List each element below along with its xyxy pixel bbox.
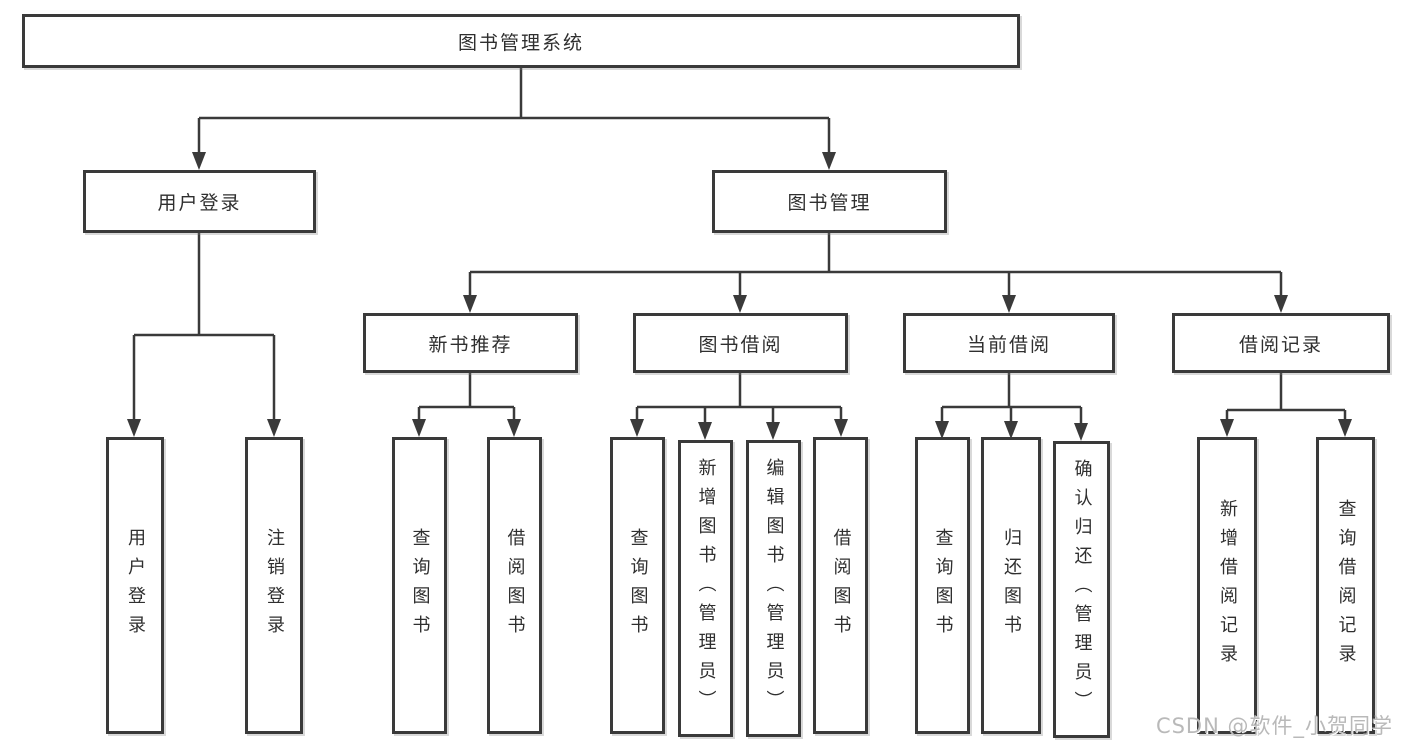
arrow-down-icon: [1220, 419, 1234, 437]
connectors-book-management: [463, 233, 1288, 313]
leaf-query-books: 查询图书: [392, 437, 447, 734]
arrow-down-icon: [267, 419, 281, 437]
node-label: 借阅图书: [504, 527, 526, 644]
connectors-borrow-records: [1220, 373, 1352, 437]
node-label: 用户登录: [157, 192, 242, 214]
node-label: 查询图书: [932, 527, 954, 644]
arrow-down-icon: [1274, 295, 1288, 313]
arrow-down-icon: [1002, 295, 1016, 313]
arrow-down-icon: [412, 419, 426, 437]
node-label: 查询借阅记录: [1335, 498, 1357, 673]
connectors-book-borrow: [630, 373, 848, 440]
leaf-query-books: 查询图书: [915, 437, 970, 734]
leaf-edit-book-admin: 编辑图书（管理员）: [746, 440, 801, 737]
node-label: 查询图书: [409, 527, 431, 644]
leaf-logout: 注销登录: [245, 437, 303, 734]
node-current-borrow: 当前借阅: [903, 313, 1115, 373]
node-label: 注销登录: [264, 527, 285, 644]
node-book-borrow: 图书借阅: [633, 313, 848, 373]
node-label: 图书借阅: [698, 333, 783, 356]
arrow-down-icon: [935, 421, 949, 439]
connectors-new-book-recommend: [412, 373, 521, 437]
node-label: 编辑图书（管理员）: [763, 458, 785, 719]
leaf-user-login: 用户登录: [106, 437, 164, 734]
node-label: 借阅记录: [1238, 333, 1323, 356]
node-book-management: 图书管理: [712, 170, 947, 233]
arrow-down-icon: [733, 295, 747, 313]
arrow-down-icon: [766, 422, 780, 440]
node-user-login: 用户登录: [83, 170, 316, 233]
node-library-system: 图书管理系统: [22, 14, 1020, 68]
node-label: 确认归还（管理员）: [1071, 459, 1093, 720]
arrow-down-icon: [1074, 423, 1088, 441]
node-label: 图书管理: [787, 192, 872, 214]
arrow-down-icon: [127, 419, 141, 437]
node-label: 新增借阅记录: [1217, 498, 1238, 673]
leaf-confirm-return-admin: 确认归还（管理员）: [1053, 441, 1110, 738]
connectors-root: [192, 68, 836, 170]
csdn-watermark: CSDN @软件_小贺同学: [1155, 714, 1393, 738]
arrow-down-icon: [1338, 419, 1352, 437]
arrow-down-icon: [507, 419, 521, 437]
arrow-down-icon: [1004, 421, 1018, 439]
leaf-query-books: 查询图书: [610, 437, 665, 734]
arrow-down-icon: [192, 152, 206, 170]
node-label: 图书管理系统: [457, 31, 584, 54]
node-label: 当前借阅: [966, 333, 1051, 356]
leaf-add-book-admin: 新增图书（管理员）: [678, 440, 733, 737]
arrow-down-icon: [463, 295, 477, 313]
node-new-book-recommend: 新书推荐: [363, 313, 578, 373]
connectors-user-login: [127, 233, 281, 437]
node-label: 查询图书: [627, 527, 649, 644]
node-label: 用户登录: [125, 527, 146, 644]
leaf-return-books: 归还图书: [981, 437, 1041, 734]
node-label: 新增图书（管理员）: [695, 458, 717, 719]
node-label: 归还图书: [1001, 527, 1022, 644]
node-label: 借阅图书: [830, 527, 852, 644]
arrow-down-icon: [834, 419, 848, 437]
leaf-query-borrow-record: 查询借阅记录: [1316, 437, 1375, 734]
arrow-down-icon: [698, 422, 712, 440]
arrow-down-icon: [822, 152, 836, 170]
arrow-down-icon: [630, 419, 644, 437]
connectors-current-borrow: [935, 373, 1088, 441]
node-label: 新书推荐: [428, 333, 513, 356]
leaf-add-borrow-record: 新增借阅记录: [1197, 437, 1257, 734]
node-borrow-records: 借阅记录: [1172, 313, 1390, 373]
leaf-borrow-books: 借阅图书: [813, 437, 868, 734]
leaf-borrow-books: 借阅图书: [487, 437, 542, 734]
